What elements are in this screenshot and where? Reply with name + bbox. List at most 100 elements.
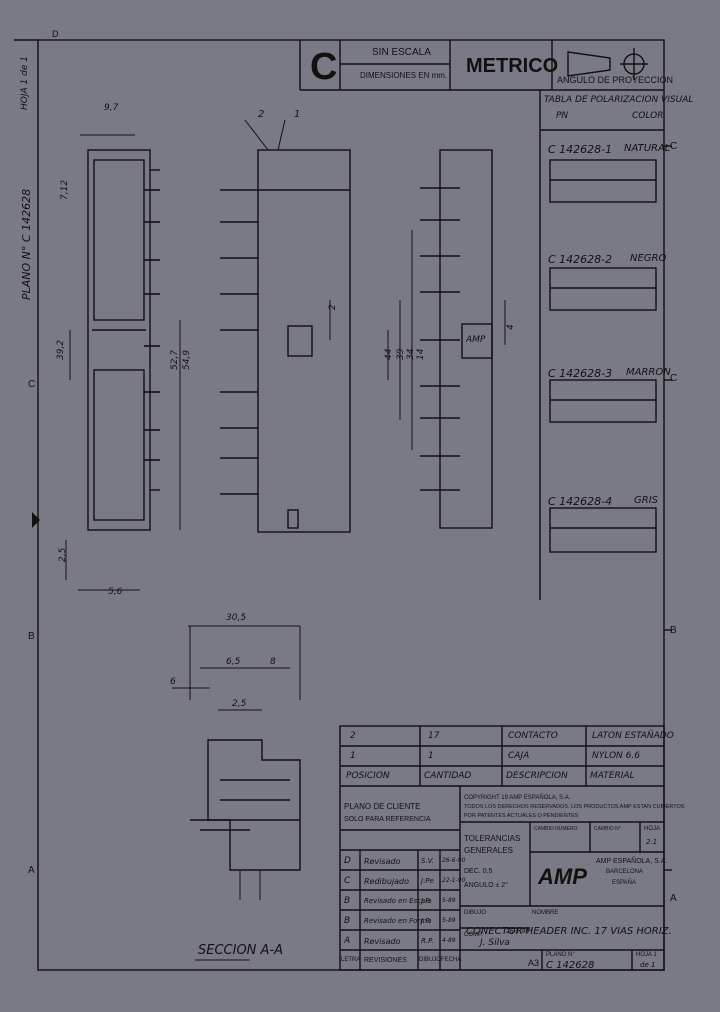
dim-7-12: 7,12 <box>60 179 70 200</box>
rev-date-1: 26-6-90 <box>442 857 466 864</box>
dim-52-7: 52,7 <box>170 349 180 370</box>
pn-row-1: C 142628-1 <box>548 143 613 156</box>
parts-material-2: LATON ESTAÑADO <box>592 731 674 741</box>
dim-34: 34 <box>406 348 416 360</box>
dim-39: 39 <box>396 348 406 360</box>
pn-row-4: C 142628-4 <box>548 495 613 508</box>
copyright-line1: COPYRIGHT 19 AMP ESPAÑOLA, S.A. <box>464 795 571 801</box>
dim-2: 2 <box>328 304 338 310</box>
parts-header-pos: POSICION <box>346 771 390 781</box>
rev-header-dibujo: DIBUJO <box>419 957 442 963</box>
plan-hoja-of: de 1 <box>640 961 656 969</box>
parts-header-desc: DESCRIPCION <box>506 771 568 781</box>
dim-5-6: 5,6 <box>108 587 123 597</box>
margin-hoja: HOJA 1 de 1 <box>20 56 30 110</box>
rev-by-1: S.V. <box>421 857 434 865</box>
company-city: BARCELONA <box>606 869 644 875</box>
signature-name: J. Silva <box>480 938 510 948</box>
hoja-value: 2:1 <box>646 838 658 846</box>
dim-14: 14 <box>416 348 426 360</box>
plan-value: C 142628 <box>546 960 595 971</box>
parts-pos-1: 1 <box>350 751 356 761</box>
rev-header-letra: LETRA <box>341 957 361 963</box>
parts-desc-2: CONTACTO <box>508 731 558 741</box>
dim-4: 4 <box>506 324 516 330</box>
rev-letter-3: B <box>344 896 351 906</box>
margin-plano: PLANO N° C 142628 <box>20 188 33 300</box>
zone-right-4: A <box>670 893 677 904</box>
pn-column-header: PN <box>556 111 569 121</box>
scale-label: SIN ESCALA <box>372 47 431 58</box>
rev-text-5: Revisado <box>364 937 401 946</box>
tolerances-angle: ANGULO ± 2° <box>464 882 508 889</box>
projection-label: ANGULO DE PROYECCION <box>557 75 674 85</box>
zone-left-2: B <box>28 631 35 642</box>
rev-by-3: J.P. <box>421 897 431 905</box>
client-plan-line1: PLANO DE CLIENTE <box>344 802 421 811</box>
metric-label: METRICO <box>466 55 559 77</box>
name-label: NOMBRE <box>532 910 559 916</box>
rev-letter-5: A <box>344 936 351 946</box>
parts-desc-1: CAJA <box>508 751 530 761</box>
hoja-label: HOJA <box>644 826 661 832</box>
tolerances-sub: GENERALES <box>464 846 513 855</box>
dim-54-9: 54,9 <box>182 349 192 370</box>
copyright-line3: POR PATENTES ACTUALES O PENDIENTES <box>464 813 579 819</box>
dim-44: 44 <box>384 348 394 360</box>
amp-mark: AMP <box>466 335 486 345</box>
dim-30-5: 30,5 <box>226 613 247 623</box>
plan-size: A3 <box>528 958 540 968</box>
rev-header-fecha: FECHA <box>441 957 462 963</box>
parts-header-qty: CANTIDAD <box>424 771 472 781</box>
pn-row-2: C 142628-2 <box>548 253 613 266</box>
rev-by-4: J.P. <box>421 917 431 925</box>
rev-by-5: R.P. <box>421 937 434 945</box>
plan-label: PLANO N° <box>546 952 575 958</box>
zone-left-1: C <box>28 379 36 390</box>
dim-6-5: 6,5 <box>226 657 241 667</box>
rev-date-2: 22-1-90 <box>442 877 466 884</box>
rev-text-4: Revisado en Forma <box>364 917 432 925</box>
client-plan-line2: SOLO PARA REFERENCIA <box>344 816 431 823</box>
polarization-heading: TABLA DE POLARIZACION VISUAL <box>544 95 694 105</box>
zone-right-2: C <box>670 373 678 384</box>
rev-header-revisiones: REVISIONES <box>364 957 407 964</box>
section-label: SECCION A-A <box>198 943 284 958</box>
tolerances-dec: DEC. 0.5 <box>464 868 493 875</box>
cambio-numero-label: CAMBIO NUMERO <box>534 826 578 832</box>
tolerances-title: TOLERANCIAS <box>464 834 521 843</box>
dim-2-5-section: 2,5 <box>232 699 247 709</box>
color-row-3: MARRON <box>626 367 671 378</box>
parts-qty-2: 17 <box>428 731 440 741</box>
rev-letter-1: D <box>344 856 351 866</box>
parts-material-1: NYLON 6.6 <box>592 751 640 761</box>
dim-8: 8 <box>270 657 276 667</box>
plan-hoja: HOJA 1 <box>636 952 657 958</box>
zone-right-3: B <box>670 625 677 636</box>
rev-text-2: Redibujado <box>364 877 410 886</box>
units-label: DIMENSIONES EN mm. <box>360 71 448 80</box>
parts-pos-2: 2 <box>350 731 356 741</box>
dim-39-2: 39,2 <box>56 339 66 360</box>
name-value: CONECTOR HEADER INC. 17 VIAS HORIZ. <box>466 926 672 937</box>
color-row-4: GRIS <box>634 495 658 506</box>
signature-dibujo-label: DIBUJO <box>464 910 487 916</box>
color-row-2: NEGRO <box>630 253 667 264</box>
rev-date-3: 5-89 <box>442 897 456 904</box>
leader-1: 1 <box>294 109 301 120</box>
company-name: AMP ESPAÑOLA, S.A. <box>596 858 668 865</box>
dim-9-7: 9,7 <box>104 103 119 113</box>
sheet-size-letter: C <box>310 46 338 88</box>
copyright-line2: TODOS LOS DERECHOS RESERVADOS. LOS PRODU… <box>464 804 685 810</box>
pn-row-3: C 142628-3 <box>548 367 613 380</box>
zone-right-1: C <box>670 141 678 152</box>
parts-header-material: MATERIAL <box>590 771 635 781</box>
rev-text-3: Revisado en Escala <box>364 897 432 905</box>
parts-qty-1: 1 <box>428 751 434 761</box>
rev-date-5: 4-89 <box>442 937 456 944</box>
zone-left-3: A <box>28 865 35 876</box>
company-logo: AMP <box>538 864 587 889</box>
color-row-1: NATURAL <box>624 143 671 154</box>
